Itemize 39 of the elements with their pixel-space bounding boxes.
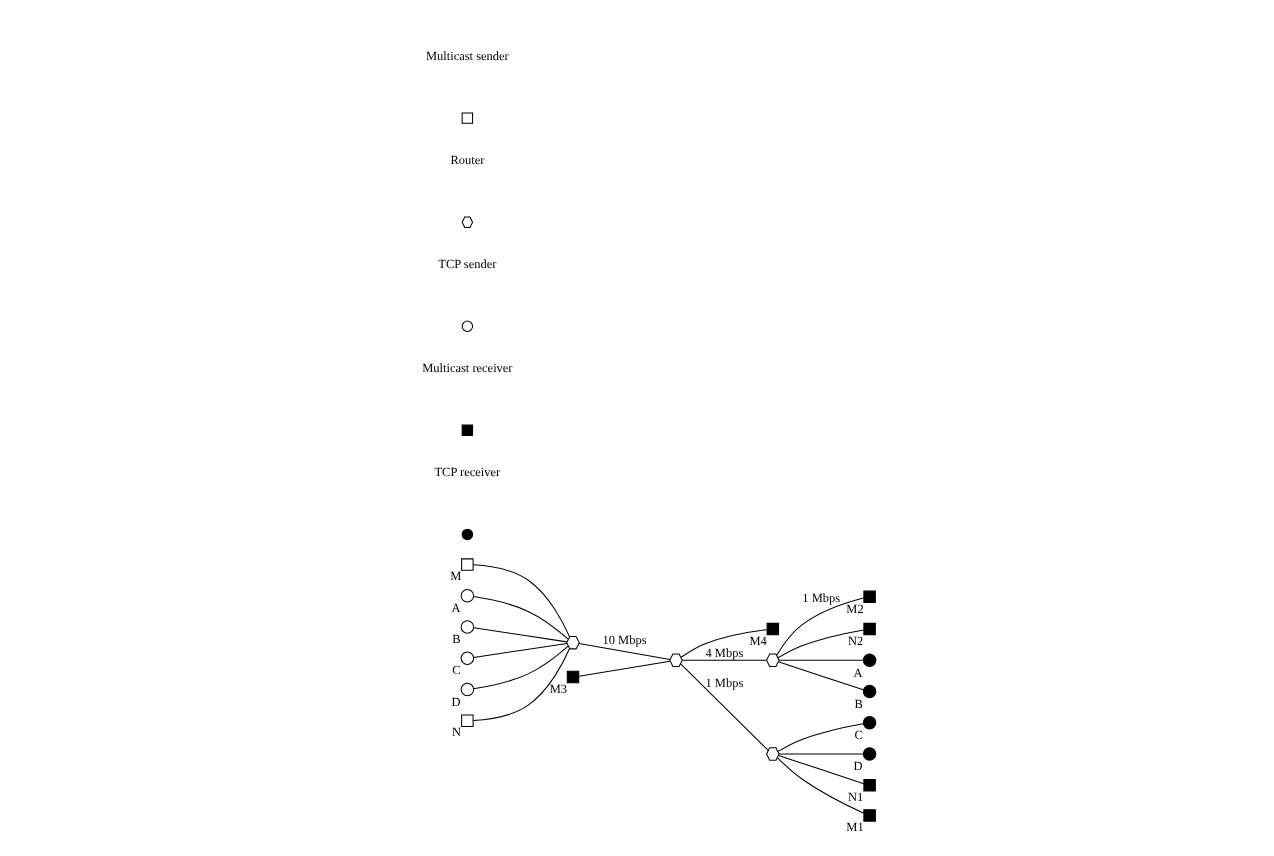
node-box: [863, 809, 876, 822]
node-circle: [862, 684, 877, 699]
node-box: [863, 778, 876, 792]
node-circle: [862, 716, 877, 730]
connector: [777, 661, 864, 691]
node-hexagon: [566, 635, 580, 650]
connector: [776, 597, 865, 656]
node-circle: [862, 653, 877, 668]
node-circle: [460, 620, 475, 634]
node-box: [566, 670, 580, 684]
connector: [778, 753, 864, 755]
connector: [473, 627, 568, 643]
connector: [473, 645, 569, 690]
node-hexagon: [766, 653, 780, 668]
connector: [473, 642, 568, 658]
node-box: [766, 622, 780, 636]
connector: [680, 629, 768, 658]
connector: [578, 642, 671, 660]
node-circle: [460, 589, 475, 603]
connector: [578, 660, 671, 677]
connector: [472, 564, 571, 638]
connector: [777, 723, 864, 752]
node-box: [863, 622, 876, 636]
node-hexagon: [766, 747, 780, 761]
connector: [473, 596, 569, 640]
connector: [681, 659, 767, 661]
connector: [680, 663, 769, 751]
connector: [778, 659, 864, 661]
node-hexagon: [669, 653, 683, 668]
node-circle: [460, 651, 475, 665]
node-box: [461, 714, 474, 727]
node-box: [461, 558, 474, 571]
node-circle: [862, 747, 877, 761]
connector: [472, 648, 571, 722]
connector: [777, 755, 865, 785]
node-circle: [460, 682, 475, 697]
connector: [777, 757, 865, 814]
connector: [777, 629, 865, 659]
node-box: [863, 590, 876, 604]
